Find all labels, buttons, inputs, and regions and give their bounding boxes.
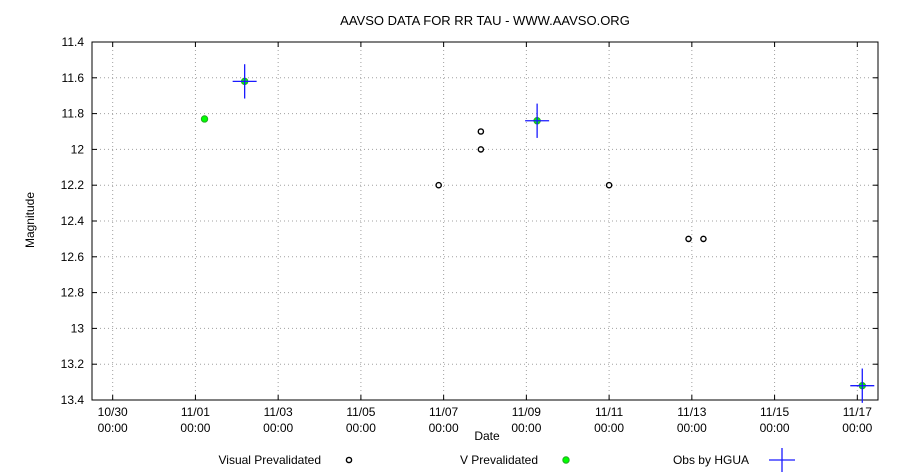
x-tick-label-date: 11/17 bbox=[843, 405, 872, 419]
visual-point bbox=[605, 181, 613, 189]
x-tick-label-time: 00:00 bbox=[263, 421, 293, 435]
x-tick-label-date: 11/05 bbox=[346, 405, 375, 419]
legend: Visual Prevalidated V Prevalidated Obs by … bbox=[218, 448, 795, 472]
y-tick-label: 11.6 bbox=[62, 71, 85, 85]
visual-point bbox=[477, 146, 485, 153]
tick-labels: 11.4 11.6 11.8 12 12.2 12.4 12.6 12.8 13 13.2 13.4… bbox=[61, 35, 873, 435]
y-tick-label: 12.4 bbox=[61, 214, 85, 228]
x-tick-label-date: 11/15 bbox=[760, 405, 789, 419]
y-tick-label: 11.4 bbox=[62, 35, 85, 49]
visual-point bbox=[685, 235, 692, 243]
legend-label: Obs by HGUA bbox=[673, 453, 749, 467]
plot-area bbox=[91, 41, 879, 401]
legend-label: Visual Prevalidated bbox=[218, 453, 321, 467]
visual-point bbox=[477, 128, 485, 135]
y-tick-label: 13.2 bbox=[61, 357, 85, 371]
x-tick-label-date: 11/01 bbox=[181, 405, 210, 419]
x-tick-label-time: 00:00 bbox=[842, 421, 872, 435]
y-tick-label: 13.4 bbox=[61, 393, 85, 407]
x-tick-label-time: 00:00 bbox=[594, 421, 624, 435]
data-marks bbox=[200, 64, 875, 403]
visual-point bbox=[435, 181, 442, 189]
x-tick-label-date: 11/09 bbox=[512, 405, 541, 419]
y-tick-label: 12.6 bbox=[61, 250, 85, 264]
y-tick-label: 12.2 bbox=[61, 178, 85, 192]
x-tick-label-time: 00:00 bbox=[346, 421, 376, 435]
x-tick-label-time: 00:00 bbox=[760, 421, 790, 435]
x-tick-label-time: 00:00 bbox=[180, 421, 210, 435]
legend-swatch-visual bbox=[345, 456, 353, 464]
x-axis-label: Date bbox=[474, 429, 500, 443]
chart-title: AAVSO DATA FOR RR TAU - WWW.AAVSO.ORG bbox=[340, 13, 630, 28]
legend-label: V Prevalidated bbox=[460, 453, 538, 467]
y-axis-label: Magnitude bbox=[23, 192, 37, 248]
x-tick-label-date: 11/11 bbox=[595, 405, 624, 419]
y-tick-label: 12.8 bbox=[61, 286, 85, 300]
x-tick-label-date: 11/07 bbox=[429, 405, 458, 419]
x-tick-label-time: 00:00 bbox=[98, 421, 128, 435]
x-tick-label-date: 11/03 bbox=[264, 405, 293, 419]
y-tick-label: 12 bbox=[71, 142, 85, 156]
grid bbox=[92, 41, 878, 401]
x-tick-label-time: 00:00 bbox=[677, 421, 707, 435]
legend-swatch-v bbox=[562, 456, 570, 464]
x-tick-label-date: 10/30 bbox=[98, 405, 128, 419]
visual-point bbox=[700, 235, 707, 243]
v-point bbox=[200, 115, 209, 123]
x-tick-label-time: 00:00 bbox=[511, 421, 541, 435]
y-tick-label: 11.8 bbox=[62, 107, 85, 121]
x-tick-label-date: 11/13 bbox=[677, 405, 706, 419]
x-tick-label-time: 00:00 bbox=[429, 421, 459, 435]
y-tick-label: 13 bbox=[71, 321, 85, 335]
